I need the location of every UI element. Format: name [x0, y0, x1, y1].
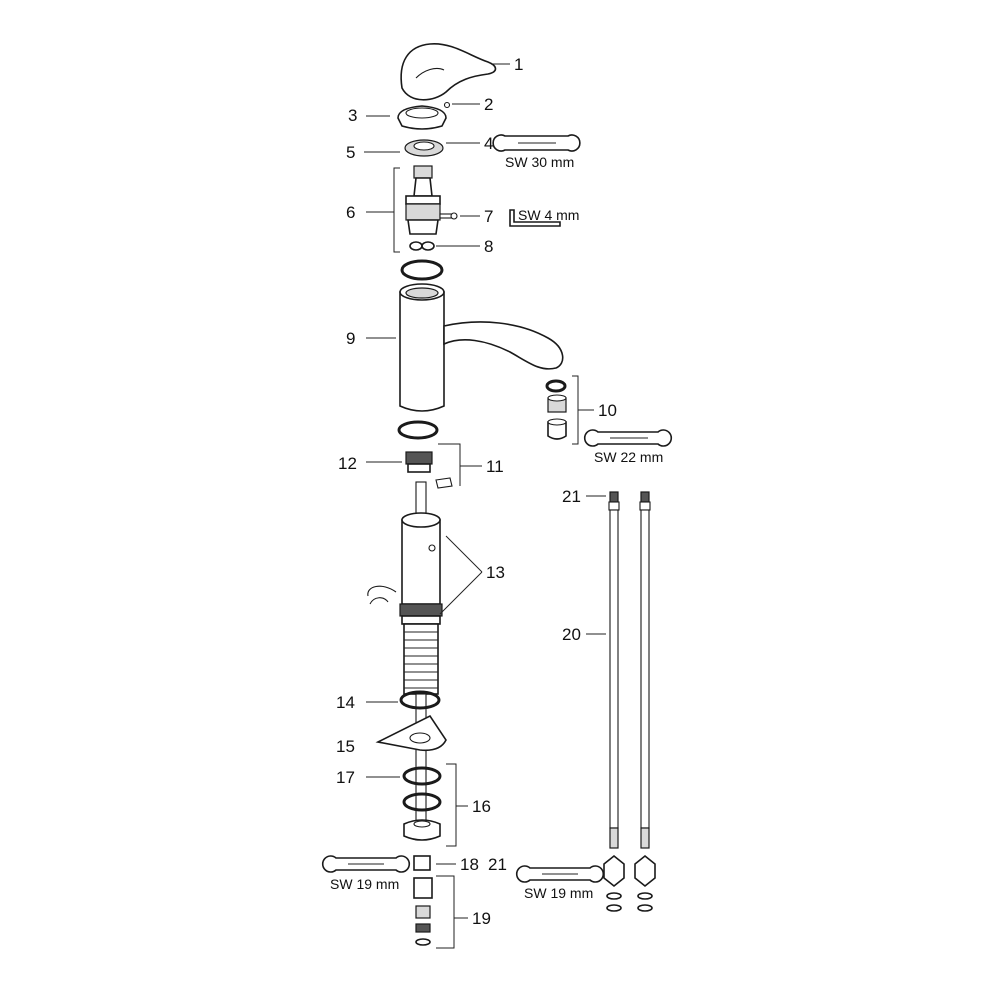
tool-label-sw19-left: SW 19 mm	[330, 876, 399, 892]
bracket-10	[572, 375, 579, 445]
callout-19: 19	[472, 909, 491, 928]
part-15-stabilizer-plate	[375, 714, 447, 752]
hex-key-icon-sw4	[509, 209, 561, 227]
bracket-19	[436, 875, 455, 949]
tool-label-sw30: SW 30 mm	[505, 154, 574, 170]
part-16-17-washers	[366, 766, 442, 841]
part-12-swivel-insert	[366, 451, 433, 473]
bracket-16	[446, 763, 457, 847]
part-1-lever-handle	[400, 43, 510, 101]
callout-12: 12	[338, 454, 357, 473]
part-19-check-valve	[413, 877, 433, 946]
callout-7: 7	[484, 207, 493, 226]
callout-14: 14	[336, 693, 355, 712]
part-10-aerator	[545, 379, 567, 440]
callout-3: 3	[348, 106, 357, 125]
callout-13: 13	[486, 563, 505, 582]
part-7-screw	[439, 212, 480, 220]
callout-16: 16	[472, 797, 491, 816]
tool-label-sw19-right: SW 19 mm	[524, 885, 593, 901]
wrench-icon-sw30	[492, 134, 581, 152]
wrench-icon-sw19-left	[321, 855, 411, 873]
wrench-icon-sw22	[583, 429, 673, 447]
callout-21-lower: 21	[488, 855, 507, 874]
callout-9: 9	[346, 329, 355, 348]
part-3-cover-cap	[366, 105, 447, 130]
callout-15: 15	[336, 737, 355, 756]
callout-1: 1	[514, 55, 523, 74]
tool-label-sw22: SW 22 mm	[594, 449, 663, 465]
tool-label-sw4: SW 4 mm	[518, 207, 579, 223]
o-ring-lower	[397, 420, 439, 440]
callout-20: 20	[562, 625, 581, 644]
callout-18: 18	[460, 855, 479, 874]
callout-6: 6	[346, 203, 355, 222]
callout-8: 8	[484, 237, 493, 256]
o-ring-upper	[400, 259, 444, 281]
part-11-fittings	[435, 477, 453, 489]
callout-2: 2	[484, 95, 493, 114]
bracket-6	[393, 167, 400, 253]
callout-17: 17	[336, 768, 355, 787]
callout-4: 4	[484, 134, 493, 153]
part-8-seals	[409, 241, 480, 251]
part-6-cartridge	[405, 165, 441, 235]
callout-10: 10	[598, 401, 617, 420]
wrench-icon-sw19-right	[515, 865, 605, 883]
bracket-11	[438, 443, 461, 486]
part-18-hex-nut	[413, 855, 456, 871]
callout-5: 5	[346, 143, 355, 162]
part-20-supply-hoses	[586, 491, 656, 912]
part-9-faucet-body	[366, 283, 564, 412]
part-13-mounting-shank	[367, 481, 483, 625]
part-2-set-screw	[443, 101, 480, 109]
callout-21-upper: 21	[562, 487, 581, 506]
part-5-threaded-ring	[364, 139, 444, 157]
part-14-o-ring	[366, 690, 441, 710]
callout-11: 11	[486, 457, 504, 476]
